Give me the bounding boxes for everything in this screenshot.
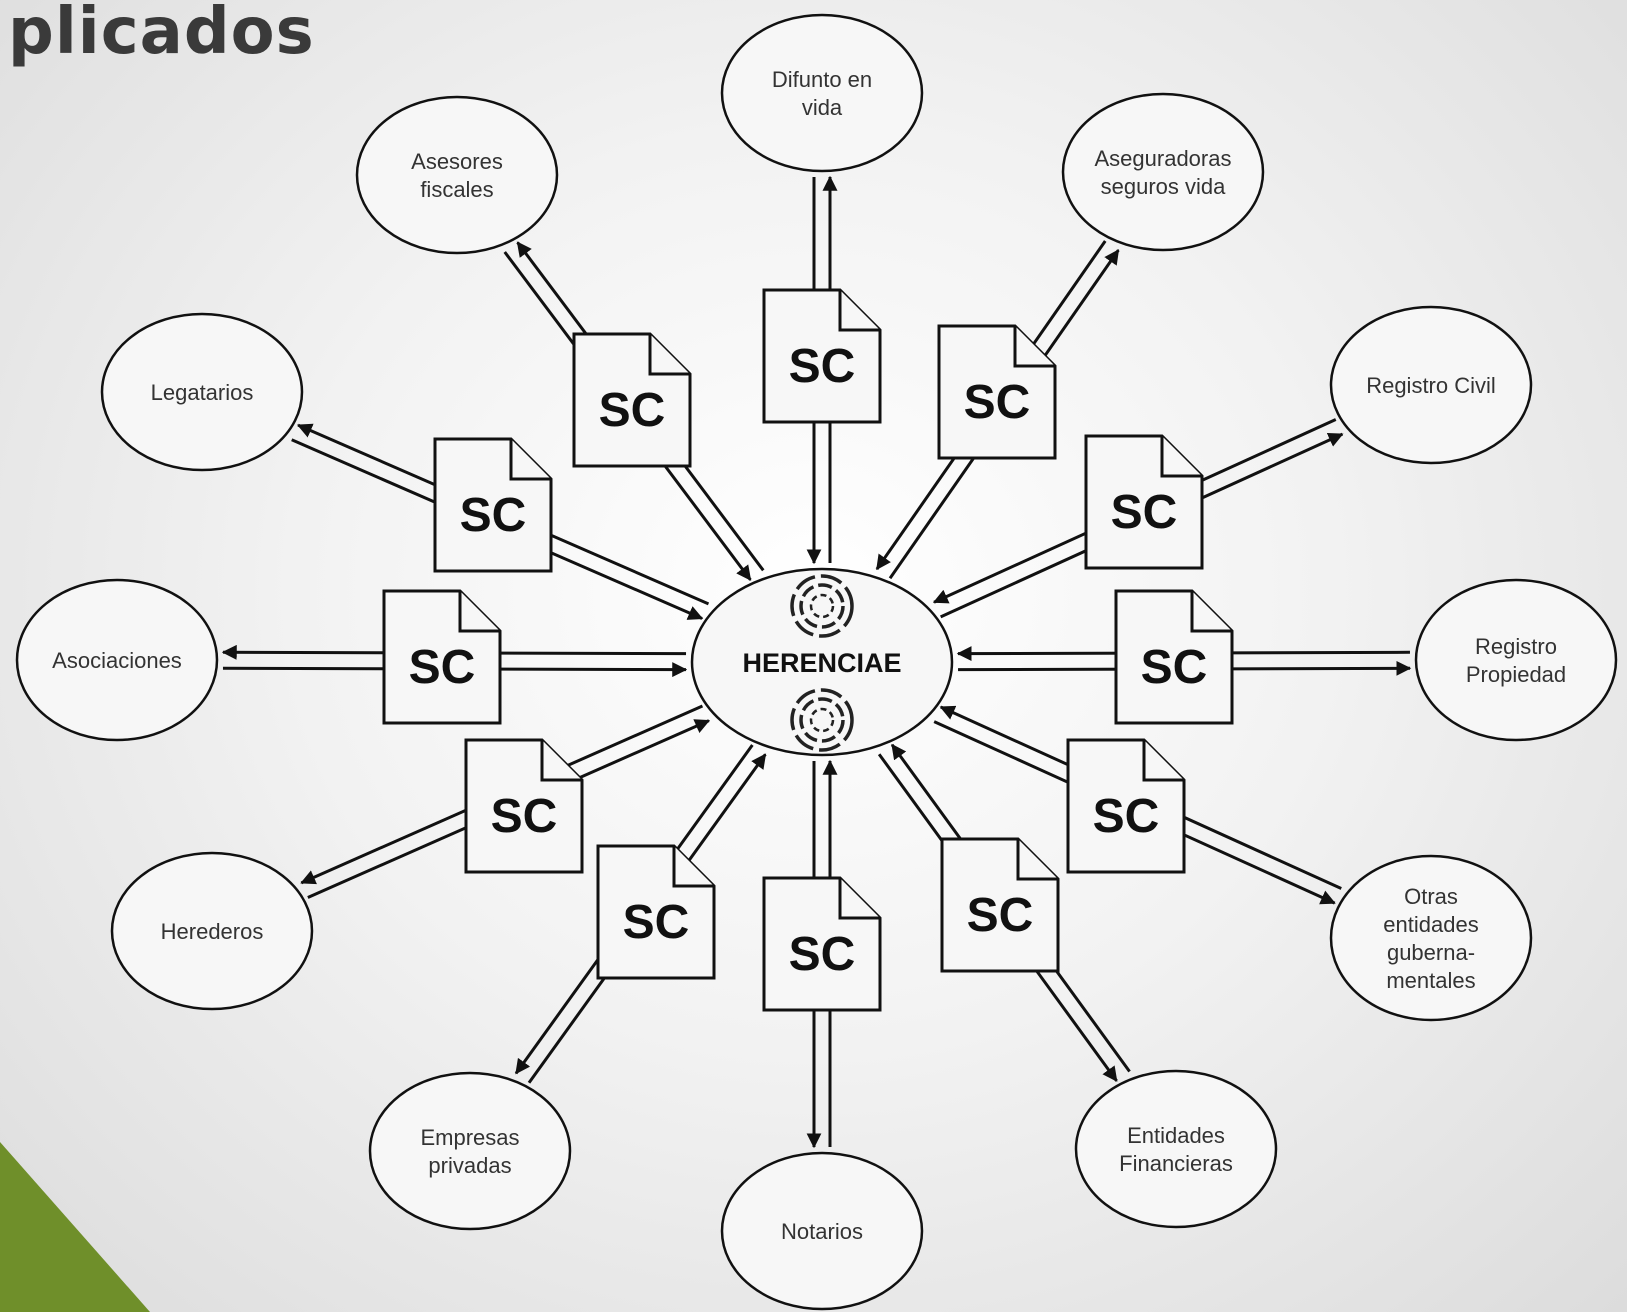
slide-title: plicados (8, 0, 315, 69)
document-label: SC (789, 340, 856, 393)
document-fold (1013, 326, 1055, 368)
document-label: SC (1093, 790, 1160, 843)
node-label: Entidades (1127, 1123, 1225, 1148)
document-label: SC (1111, 486, 1178, 539)
document-label: SC (491, 790, 558, 843)
sc-document-empresas-privadas: SC (596, 844, 716, 980)
node-label: Registro Civil (1366, 373, 1496, 398)
document-label: SC (599, 384, 666, 437)
sc-document-difunto: SC (762, 288, 882, 424)
sc-document-legatarios: SC (433, 437, 553, 573)
node-circle (720, 13, 924, 173)
node-asociaciones[interactable]: Asociaciones (15, 578, 219, 742)
node-label: Registro (1475, 634, 1557, 659)
node-label: guberna- (1387, 940, 1475, 965)
node-label: Herederos (161, 919, 264, 944)
node-empresas-privadas[interactable]: Empresas privadas (368, 1071, 572, 1231)
node-circle (355, 95, 559, 255)
document-label: SC (409, 641, 476, 694)
node-label: entidades (1383, 912, 1478, 937)
document-fold (509, 439, 551, 481)
node-notarios[interactable]: Notarios (720, 1151, 924, 1311)
node-label: fiscales (420, 177, 493, 202)
document-fold (1160, 436, 1202, 478)
node-label: Difunto en (772, 67, 872, 92)
document-fold (1190, 591, 1232, 633)
node-circle (15, 578, 219, 742)
node-label: Aseguradoras (1095, 146, 1232, 171)
node-circle (720, 1151, 924, 1311)
node-label: Notarios (781, 1219, 863, 1244)
documents-layer: SC SC SC SC SC SC SC SC SC SC SC SC (382, 288, 1234, 1012)
document-label: SC (964, 376, 1031, 429)
node-herederos[interactable]: Herederos (110, 851, 314, 1011)
sc-document-asociaciones: SC (382, 589, 502, 725)
node-label: Financieras (1119, 1151, 1233, 1176)
sc-document-registro-civil: SC (1084, 434, 1204, 570)
node-circle (110, 851, 314, 1011)
document-label: SC (789, 928, 856, 981)
sc-document-otras-entidades: SC (1066, 738, 1186, 874)
node-circle (1061, 92, 1265, 252)
node-aseguradoras[interactable]: Aseguradoras seguros vida (1061, 92, 1265, 252)
node-asesores-fiscales[interactable]: Asesores fiscales (355, 95, 559, 255)
document-label: SC (967, 889, 1034, 942)
node-label: Asesores (411, 149, 503, 174)
node-difunto[interactable]: Difunto en vida (720, 13, 924, 173)
accent-triangle (0, 1142, 150, 1312)
document-fold (1142, 740, 1184, 782)
node-label: Asociaciones (52, 648, 182, 673)
node-label: Propiedad (1466, 662, 1566, 687)
node-label: privadas (428, 1153, 511, 1178)
sc-document-entidades-financieras: SC (940, 837, 1060, 973)
center-ellipse (690, 567, 954, 757)
node-registro-civil[interactable]: Registro Civil (1329, 305, 1533, 465)
node-label: Otras (1404, 884, 1458, 909)
accent-shape (0, 1142, 150, 1312)
sc-document-asesores-fiscales: SC (572, 332, 692, 468)
document-fold (458, 591, 500, 633)
document-fold (672, 846, 714, 888)
document-fold (540, 740, 582, 782)
document-fold (1016, 839, 1058, 881)
node-circle (100, 312, 304, 472)
node-circle (1329, 305, 1533, 465)
herenciae-logo-icon-bottom (790, 688, 854, 752)
document-label: SC (460, 489, 527, 542)
sc-document-aseguradoras: SC (937, 324, 1057, 460)
node-circle (1074, 1069, 1278, 1229)
node-label: seguros vida (1101, 174, 1227, 199)
node-circle (1414, 578, 1618, 742)
center-hub[interactable]: HERENCIAE (690, 567, 954, 757)
herenciae-logo-icon-top (790, 574, 854, 638)
node-label: vida (802, 95, 843, 120)
node-otras-entidades[interactable]: Otras entidades guberna-mentales (1329, 854, 1533, 1022)
document-label: SC (623, 896, 690, 949)
node-circle (368, 1071, 572, 1231)
sc-document-notarios: SC (762, 876, 882, 1012)
node-label: Legatarios (151, 380, 254, 405)
sc-document-registro-propiedad: SC (1114, 589, 1234, 725)
document-label: SC (1141, 641, 1208, 694)
document-fold (838, 290, 880, 332)
node-label: mentales (1386, 968, 1475, 993)
node-label: Empresas (420, 1125, 519, 1150)
node-circle (1329, 854, 1533, 1022)
node-legatarios[interactable]: Legatarios (100, 312, 304, 472)
center-label: HERENCIAE (742, 648, 901, 678)
document-fold (648, 334, 690, 376)
document-fold (838, 878, 880, 920)
sc-document-herederos: SC (464, 738, 584, 874)
